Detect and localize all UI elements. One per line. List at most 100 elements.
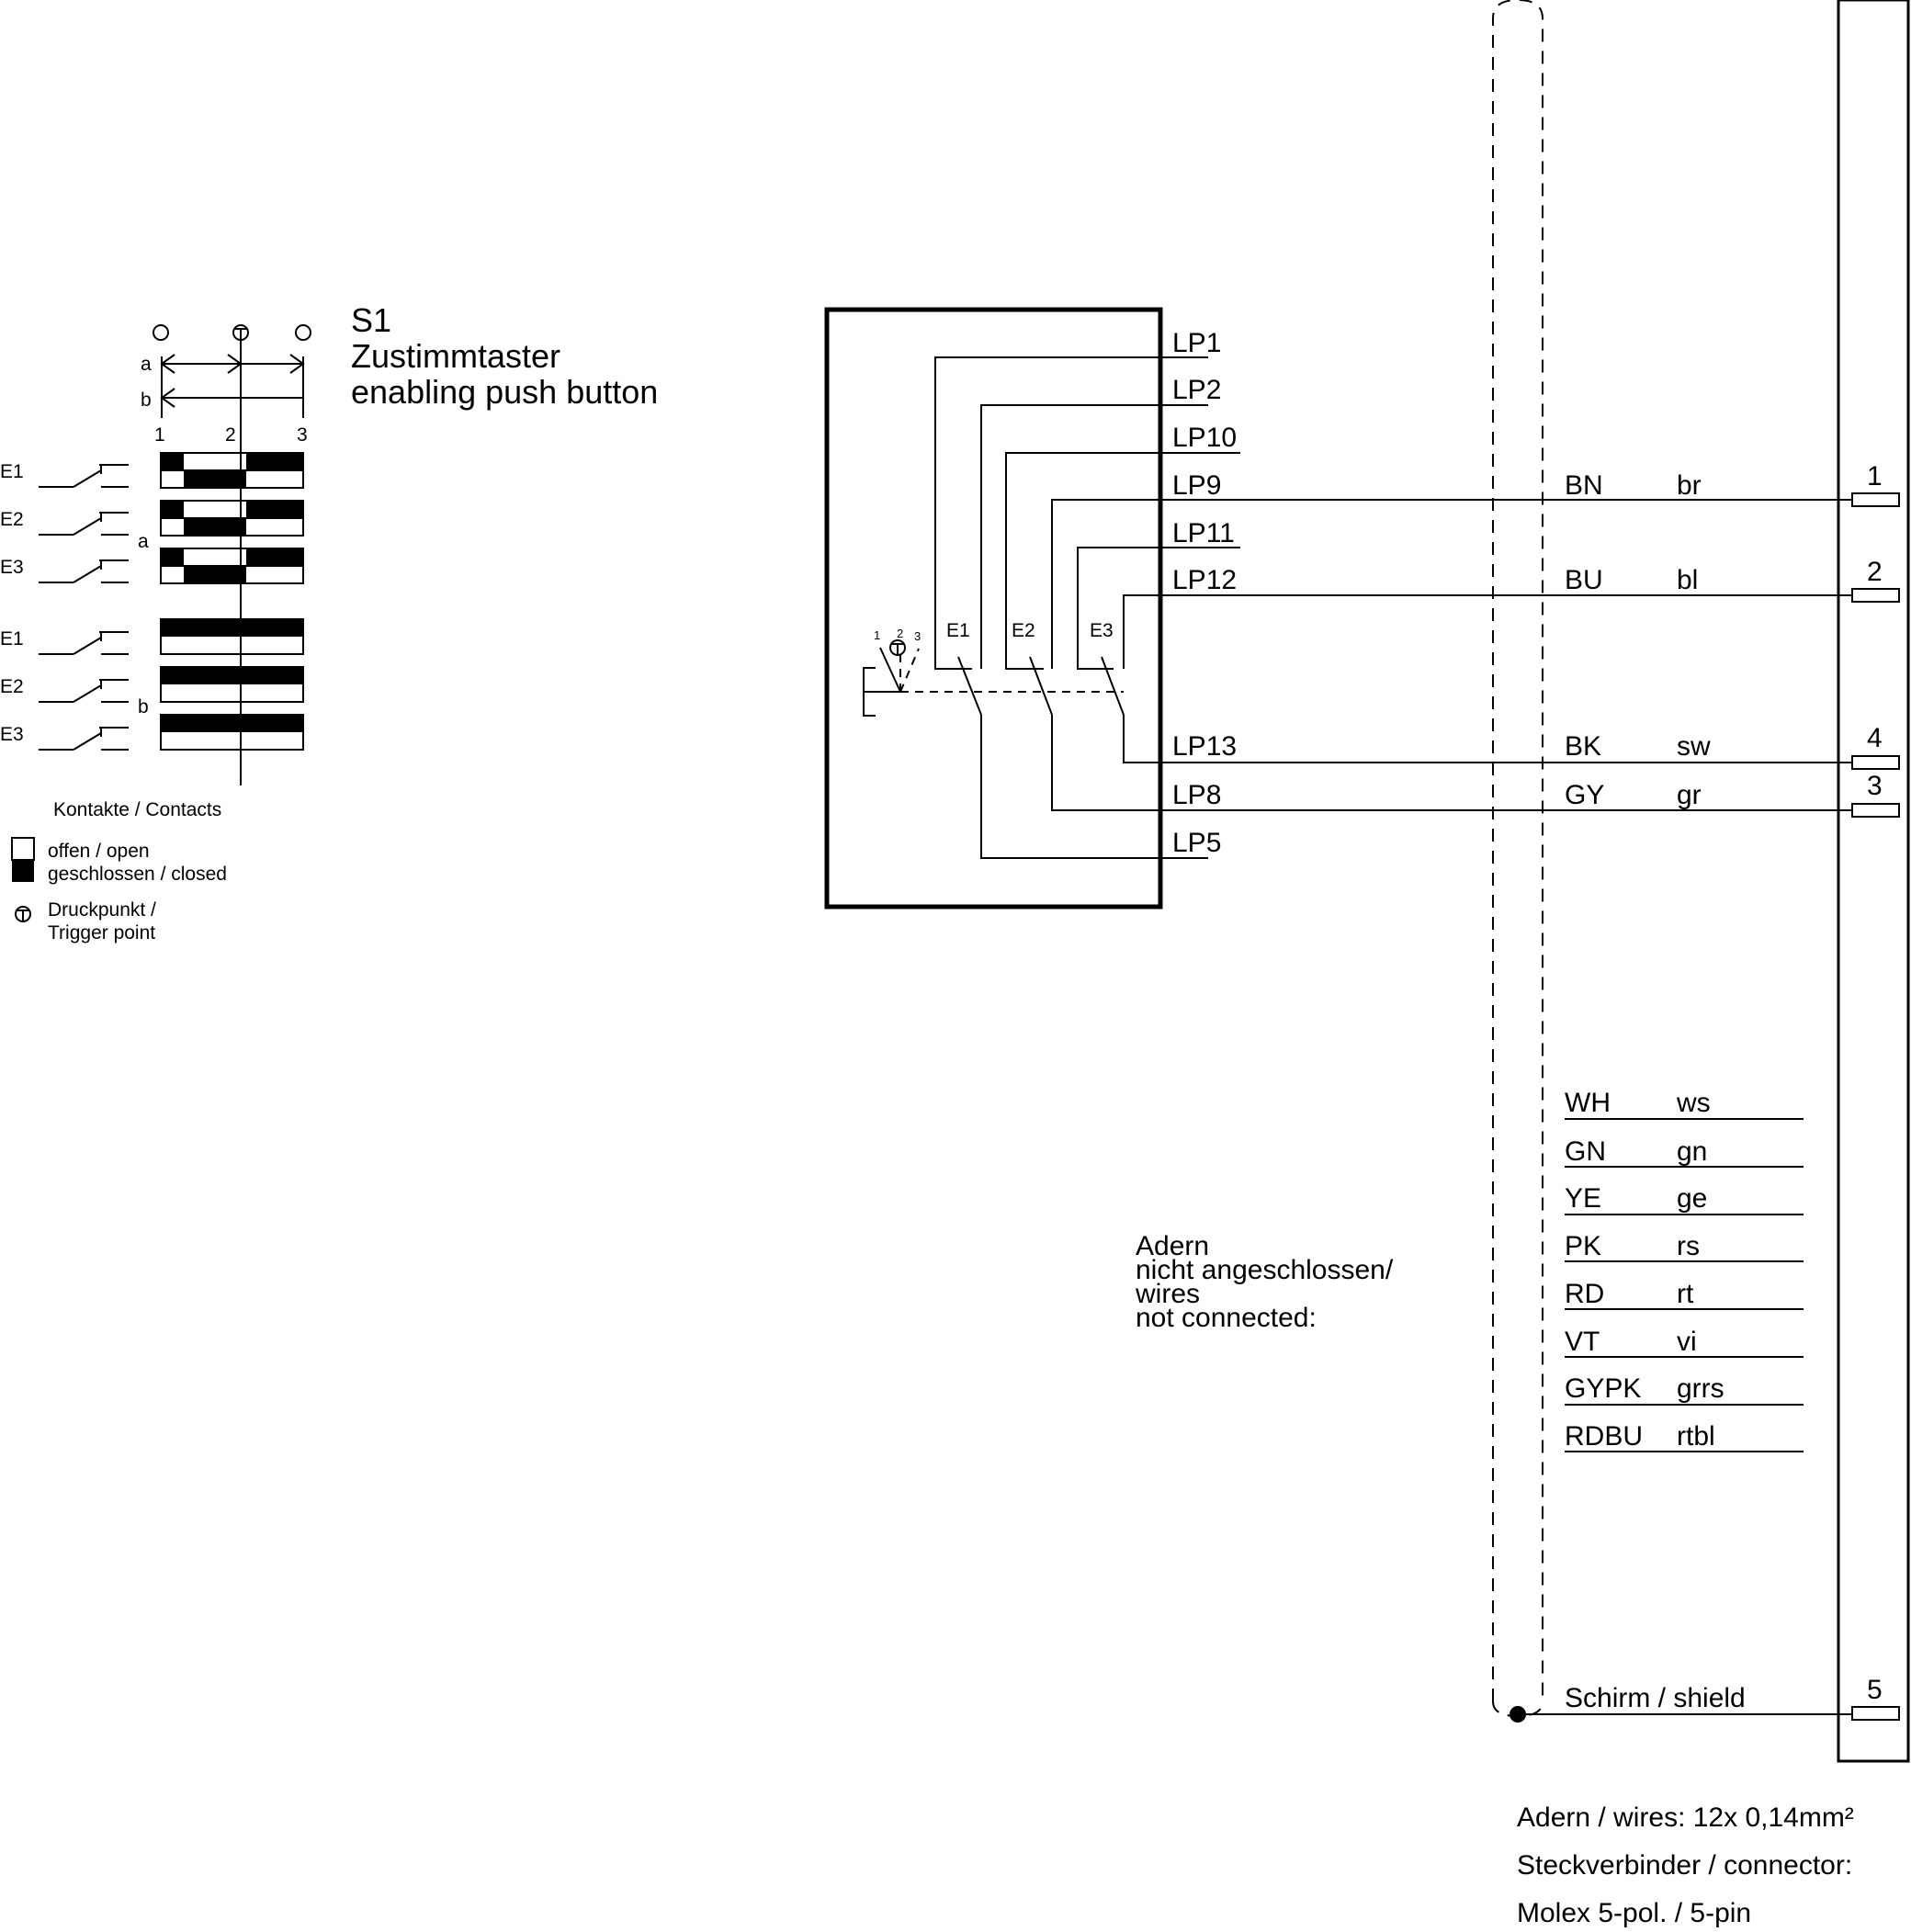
note-connector-1: Steckverbinder / connector:: [1517, 1850, 1852, 1881]
pin-1-label: 1: [1867, 461, 1883, 491]
svg-text:wires: wires: [1135, 1279, 1200, 1309]
actuator-pos-1: 1: [874, 628, 880, 642]
svg-text:VT: VT: [1565, 1327, 1600, 1357]
terminal-lp13: LP13: [1172, 731, 1237, 762]
contact-table: a b 1 2 3 E1: [0, 324, 311, 785]
contact-e2-label: E2: [1012, 620, 1035, 641]
switch-housing: [824, 307, 1163, 910]
contact-row-a-e3: E3: [0, 548, 304, 584]
wire-bu: BU bl 2: [1124, 557, 1900, 603]
svg-text:RDBU: RDBU: [1565, 1421, 1643, 1452]
wire-bk: BK sw 4: [1124, 723, 1900, 770]
svg-text:Adern: Adern: [1136, 1231, 1209, 1261]
svg-text:vi: vi: [1677, 1327, 1697, 1357]
wire-ye: YE ge: [1565, 1183, 1804, 1215]
svg-text:GN: GN: [1565, 1136, 1606, 1167]
contact-e3-label: E3: [1090, 620, 1114, 641]
svg-text:PK: PK: [1565, 1231, 1601, 1261]
group-b-label: b: [138, 696, 149, 717]
legend-closed: geschlossen / closed: [48, 864, 227, 885]
pin-2-label: 2: [1867, 557, 1883, 587]
s1-name-en: enabling push button: [351, 373, 658, 411]
contact-row-b-e3: E3: [0, 714, 304, 751]
contact-row-a-e2: E2: [0, 500, 304, 537]
svg-text:gn: gn: [1677, 1136, 1707, 1167]
svg-text:YE: YE: [1565, 1183, 1601, 1214]
svg-text:br: br: [1677, 470, 1702, 501]
svg-text:E1: E1: [0, 461, 24, 482]
svg-text:BK: BK: [1565, 731, 1601, 762]
pos-label-1: 1: [154, 424, 165, 446]
legend-trigger-1: Druckpunkt /: [48, 899, 156, 921]
trigger-point-icon: [232, 324, 249, 341]
s1-id: S1: [351, 301, 391, 339]
position-1-icon: [153, 324, 169, 341]
wire-pk: PK rs: [1565, 1231, 1804, 1262]
stroke-b-arrow: [160, 388, 303, 408]
terminal-lp12: LP12: [1172, 565, 1237, 595]
svg-text:ge: ge: [1677, 1183, 1707, 1214]
stroke-a-label: a: [141, 354, 152, 375]
switch-box: LP1 LP2 LP10 LP9 LP11 LP12 LP13 LP8 LP5 …: [824, 307, 1240, 910]
pin-5-label: 5: [1867, 1675, 1883, 1705]
actuator-trigger-icon: [889, 639, 906, 656]
svg-text:WH: WH: [1565, 1088, 1611, 1118]
terminal-lp9: LP9: [1172, 470, 1221, 501]
svg-text:GYPK: GYPK: [1565, 1373, 1641, 1404]
terminal-lp8: LP8: [1172, 780, 1221, 810]
svg-text:RD: RD: [1565, 1279, 1604, 1309]
legend: Kontakte / Contacts offen / open geschlo…: [11, 799, 227, 943]
actuator-symbol: 1 2 3: [863, 627, 921, 717]
svg-text:GY: GY: [1565, 780, 1604, 810]
terminal-lp11: LP11: [1172, 518, 1235, 548]
svg-text:sw: sw: [1677, 731, 1711, 762]
legend-heading: Kontakte / Contacts: [53, 799, 221, 820]
svg-text:rt: rt: [1677, 1279, 1694, 1309]
svg-text:BN: BN: [1565, 470, 1603, 501]
svg-text:E2: E2: [0, 676, 24, 697]
open-swatch: [11, 837, 35, 861]
contact-row-b-e1: E1: [0, 618, 304, 655]
pos-label-3: 3: [297, 424, 308, 446]
contact-e1-label: E1: [946, 620, 970, 641]
shield-label: Schirm / shield: [1565, 1683, 1746, 1713]
svg-text:BU: BU: [1565, 565, 1603, 595]
svg-text:not connected:: not connected:: [1136, 1303, 1317, 1333]
group-a-label: a: [138, 531, 149, 552]
stroke-b-label: b: [141, 390, 152, 411]
svg-text:E3: E3: [0, 557, 24, 578]
wire-gypk: GYPK grrs: [1565, 1373, 1804, 1406]
contact-row-b-e2: E2: [0, 666, 304, 703]
terminal-lp2: LP2: [1172, 375, 1221, 405]
closed-swatch: [12, 860, 34, 882]
pin-3-label: 3: [1867, 771, 1883, 801]
note-connector-2: Molex 5-pol. / 5-pin: [1517, 1898, 1751, 1928]
trigger-point-legend-icon: [15, 906, 31, 922]
svg-text:ws: ws: [1676, 1088, 1711, 1118]
terminal-lp10: LP10: [1172, 423, 1237, 453]
cable-shield: [1492, 0, 1544, 1718]
connector-body: [1837, 0, 1910, 1763]
svg-text:E1: E1: [0, 628, 24, 650]
actuator-pos-2: 2: [897, 627, 903, 640]
legend-trigger-2: Trigger point: [48, 922, 155, 943]
pos-label-2: 2: [225, 424, 236, 446]
wire-wh: WH ws: [1565, 1088, 1804, 1120]
terminal-lp5: LP5: [1172, 828, 1221, 858]
contact-e2-blade: [1029, 656, 1053, 716]
shield-wire: Schirm / shield 5: [1510, 1675, 1900, 1723]
svg-text:grrs: grrs: [1677, 1373, 1724, 1404]
pin-4-label: 4: [1867, 723, 1883, 753]
svg-text:E3: E3: [0, 724, 24, 745]
contact-row-a-e1: E1: [0, 452, 304, 489]
svg-text:rs: rs: [1677, 1231, 1700, 1261]
wire-rd: RD rt: [1565, 1279, 1804, 1310]
svg-text:bl: bl: [1677, 565, 1698, 595]
contact-e3-blade: [1101, 656, 1125, 716]
contact-e1-blade: [957, 656, 982, 716]
terminal-lp1: LP1: [1172, 328, 1221, 358]
unconnected-label: Adern nicht angeschlossen/ wires not con…: [1135, 1231, 1394, 1333]
svg-text:nicht angeschlossen/: nicht angeschlossen/: [1136, 1255, 1394, 1285]
wire-gy: GY gr 3: [1052, 771, 1900, 818]
